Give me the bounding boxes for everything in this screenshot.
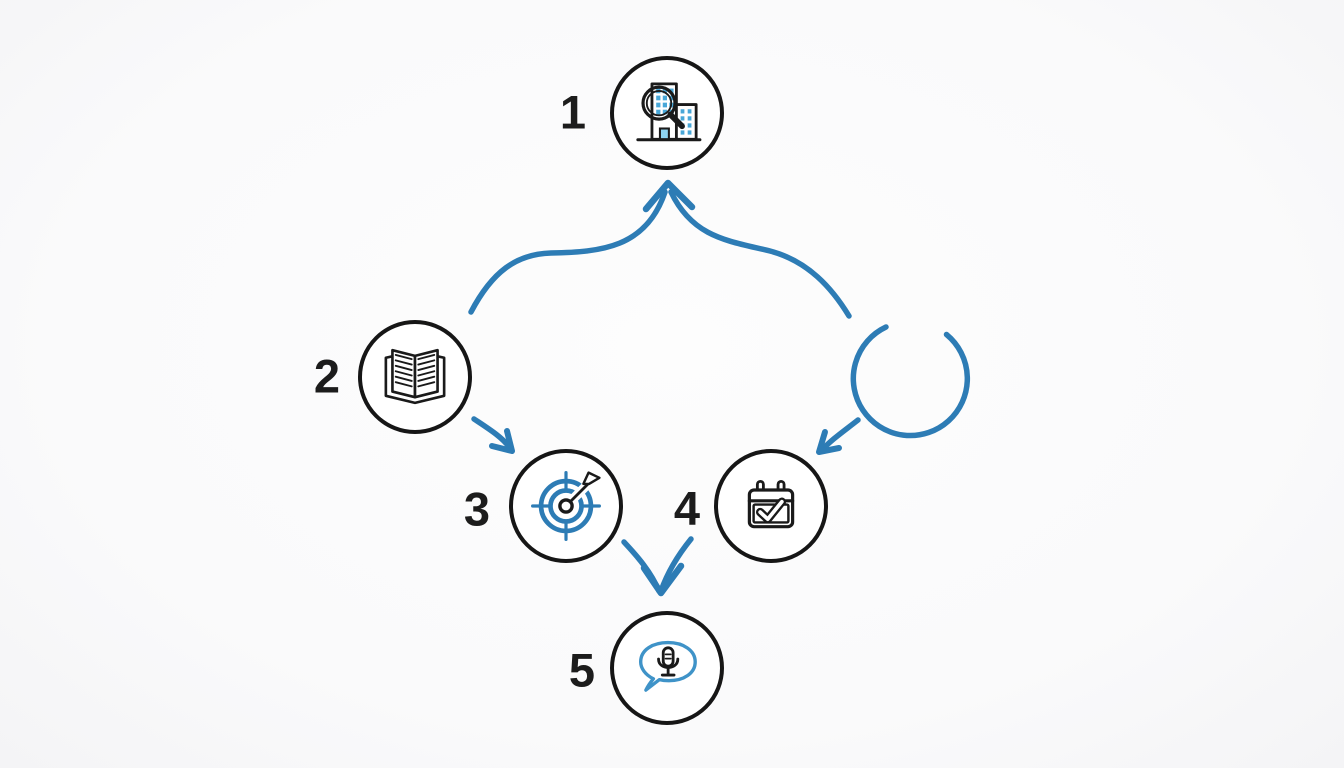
building-search-icon — [636, 82, 702, 142]
arrow-loop-to-node1 — [668, 189, 852, 319]
node-3 — [509, 449, 623, 563]
node-2 — [358, 320, 472, 434]
speech-mic-icon — [638, 640, 697, 692]
arrowhead-into-node5 — [640, 562, 685, 597]
target-dart-icon — [531, 471, 601, 541]
node-4-circle — [714, 449, 828, 563]
node-5 — [610, 611, 724, 725]
node-3-circle — [509, 449, 623, 563]
node-3-number: 3 — [463, 482, 491, 536]
arrowhead-into-node4 — [816, 429, 842, 455]
node-1-circle — [610, 56, 724, 170]
arrowhead-into-node1 — [642, 179, 696, 213]
arrow-node2-to-node1 — [468, 189, 668, 315]
calendar-check-icon — [747, 480, 795, 529]
node-2-number: 2 — [313, 349, 341, 403]
arrow-loop-to-node4 — [819, 417, 861, 453]
node-1 — [610, 56, 724, 170]
node-4-number: 4 — [673, 481, 701, 535]
open-book-icon — [384, 348, 446, 405]
arrowhead-into-node3 — [489, 428, 515, 454]
node-1-number: 1 — [559, 85, 587, 139]
node-2-circle — [358, 320, 472, 434]
node-5-number: 5 — [568, 643, 596, 697]
node-4 — [714, 449, 828, 563]
open-circle — [850, 324, 971, 439]
node-5-circle — [610, 611, 724, 725]
